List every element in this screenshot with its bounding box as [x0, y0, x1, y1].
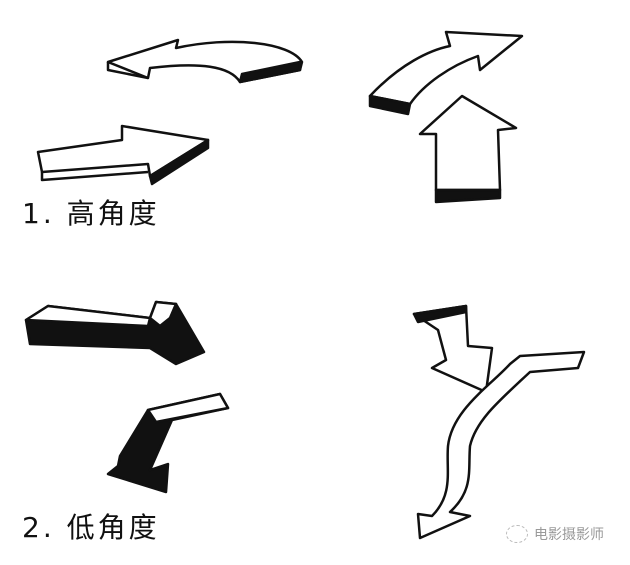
straight-arrow-high-angle — [36, 124, 210, 186]
up-arrow-high-angle — [418, 94, 518, 204]
down-arrow-low-angle — [412, 304, 494, 394]
wechat-icon — [506, 525, 528, 543]
bent-arrow-low-angle — [106, 392, 230, 494]
winding-arrow-low-angle — [416, 350, 586, 540]
watermark-text: 电影摄影师 — [534, 527, 604, 543]
low-angle-label: 2. 低角度 — [22, 511, 160, 544]
curved-arrow-high-angle — [106, 38, 304, 84]
watermark: 电影摄影师 — [506, 524, 604, 544]
bold-arrow-low-angle — [24, 300, 206, 366]
rising-arrow-high-angle — [368, 30, 524, 116]
high-angle-label: 1. 高角度 — [22, 197, 160, 230]
